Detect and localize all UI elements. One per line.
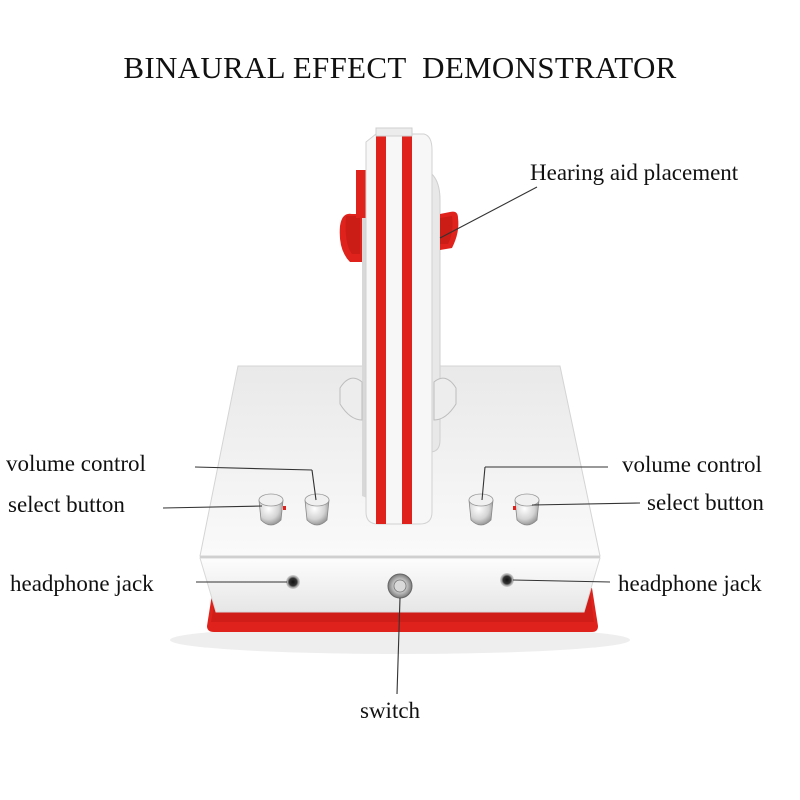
label-headphone-jack-left: headphone jack [10, 571, 154, 596]
label-volume-control-right: volume control [622, 452, 762, 477]
left-headphone-jack[interactable] [286, 575, 300, 589]
label-hearing-aid-placement: Hearing aid placement [530, 160, 739, 185]
floor-shadow [170, 626, 630, 654]
power-switch[interactable] [387, 573, 413, 599]
left-volume-knob[interactable] [304, 493, 330, 526]
right-headphone-jack[interactable] [500, 573, 514, 587]
leader-select-left [162, 505, 263, 509]
label-select-button-left: select button [8, 492, 125, 517]
leader-select-right [531, 502, 641, 506]
label-select-button-right: select button [647, 490, 764, 515]
left-select-knob[interactable] [258, 493, 286, 526]
leader-hearing-aid [439, 186, 538, 239]
leader-switch [396, 597, 401, 695]
label-volume-control-left: volume control [6, 451, 146, 476]
label-headphone-jack-right: headphone jack [618, 571, 762, 596]
label-switch: switch [360, 698, 421, 723]
leader-volume-left [194, 466, 313, 471]
leader-lines [162, 186, 641, 695]
leader-jack-right [512, 579, 611, 583]
ear-stand [339, 127, 459, 525]
diagram-title: BINAURAL EFFECT DEMONSTRATOR [123, 50, 677, 85]
right-select-knob[interactable] [513, 493, 540, 526]
right-volume-knob[interactable] [468, 493, 494, 526]
